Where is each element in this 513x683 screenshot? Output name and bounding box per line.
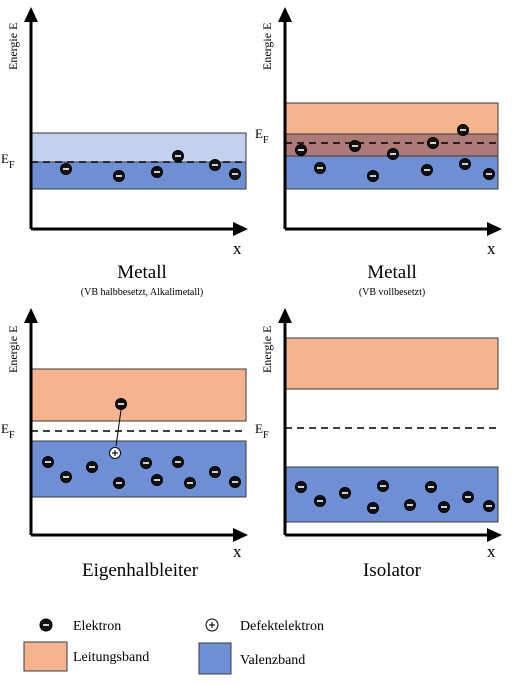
panel-subtitle: (VB halbbesetzt, Alkalimetall) [81,287,203,298]
axes [24,308,248,542]
electron [140,457,152,469]
electron [60,471,72,483]
electron [295,144,307,156]
legend-valence-band-swatch [198,642,232,675]
x-axis-label: x [233,542,242,561]
electron [115,398,127,410]
electron [229,168,241,180]
panel-title: Eigenhalbleiter [82,560,199,581]
electrons [42,398,241,489]
electron [427,137,439,149]
panel-subtitle: (VB vollbesetzt) [359,287,425,298]
legend-valence-band-label: Valenzband [240,653,305,668]
electrons [295,480,495,514]
fermi-label: EF [1,151,15,171]
electron [172,456,184,468]
electron [229,476,241,488]
axes [278,7,502,236]
electron [349,140,361,152]
panel-metall-halbbesetzt: Energie E x EF Metall (VB halbbesetzt, A… [1,7,248,298]
y-axis-label: Energie E [260,23,274,70]
upper-band [30,132,247,163]
y-axis-label: Energie E [260,326,274,373]
legend-hole-label: Defektelektron [240,619,324,634]
electron [421,164,433,176]
electron [404,499,416,511]
excitation-arrow [115,409,122,447]
fermi-label: EF [255,421,269,441]
x-axis-label: x [487,239,496,258]
legend-conduction-band-label: Leitungsband [73,650,149,665]
x-axis-label: x [233,239,242,258]
electron [425,481,437,493]
panel-isolator: Energie E x EF Isolator [255,308,502,581]
electron [457,124,469,136]
electron [184,477,196,489]
electron [459,158,471,170]
y-axis-label: Energie E [6,23,20,70]
legend-electron-label: Elektron [73,619,121,634]
electron [86,461,98,473]
electron [314,495,326,507]
panel-eigenhalbleiter: Energie E x EF Eigenhalbleiter [1,308,248,581]
panel-title: Isolator [363,560,422,581]
electron [377,480,389,492]
electron [172,150,184,162]
electron [339,487,351,499]
electron [462,491,474,503]
panel-title: Metall [367,262,417,283]
electron [483,168,495,180]
electron [209,466,221,478]
electron [151,474,163,486]
legend-electron-icon [39,618,53,632]
panel-metall-vollbesetzt: Energie E x EF Metall (VB vollbesetzt) [255,7,502,298]
valence-band [284,466,499,523]
electron [151,166,163,178]
electron [314,162,326,174]
fermi-label: EF [255,126,269,146]
hole [109,447,121,459]
y-axis-label: Energie E [6,326,20,373]
electron [438,501,450,513]
electron [483,500,495,512]
electron [42,456,54,468]
legend-conduction-band-swatch [23,641,68,672]
electrons [60,150,241,182]
electron [113,477,125,489]
electron [367,502,379,514]
panel-title: Metall [117,262,167,283]
electron [209,159,221,171]
electrons [295,124,495,182]
legend: Elektron Defektelektron Leitungsband Val… [23,618,324,675]
electron [295,481,307,493]
axes [278,308,502,542]
axes [24,7,248,236]
conduction-band [284,337,499,390]
electron [60,163,72,175]
electron [367,170,379,182]
electron [387,148,399,160]
electron [113,170,125,182]
x-axis-label: x [487,542,496,561]
conduction-band [30,368,247,422]
fermi-label: EF [1,421,15,441]
legend-hole-icon [205,618,219,632]
